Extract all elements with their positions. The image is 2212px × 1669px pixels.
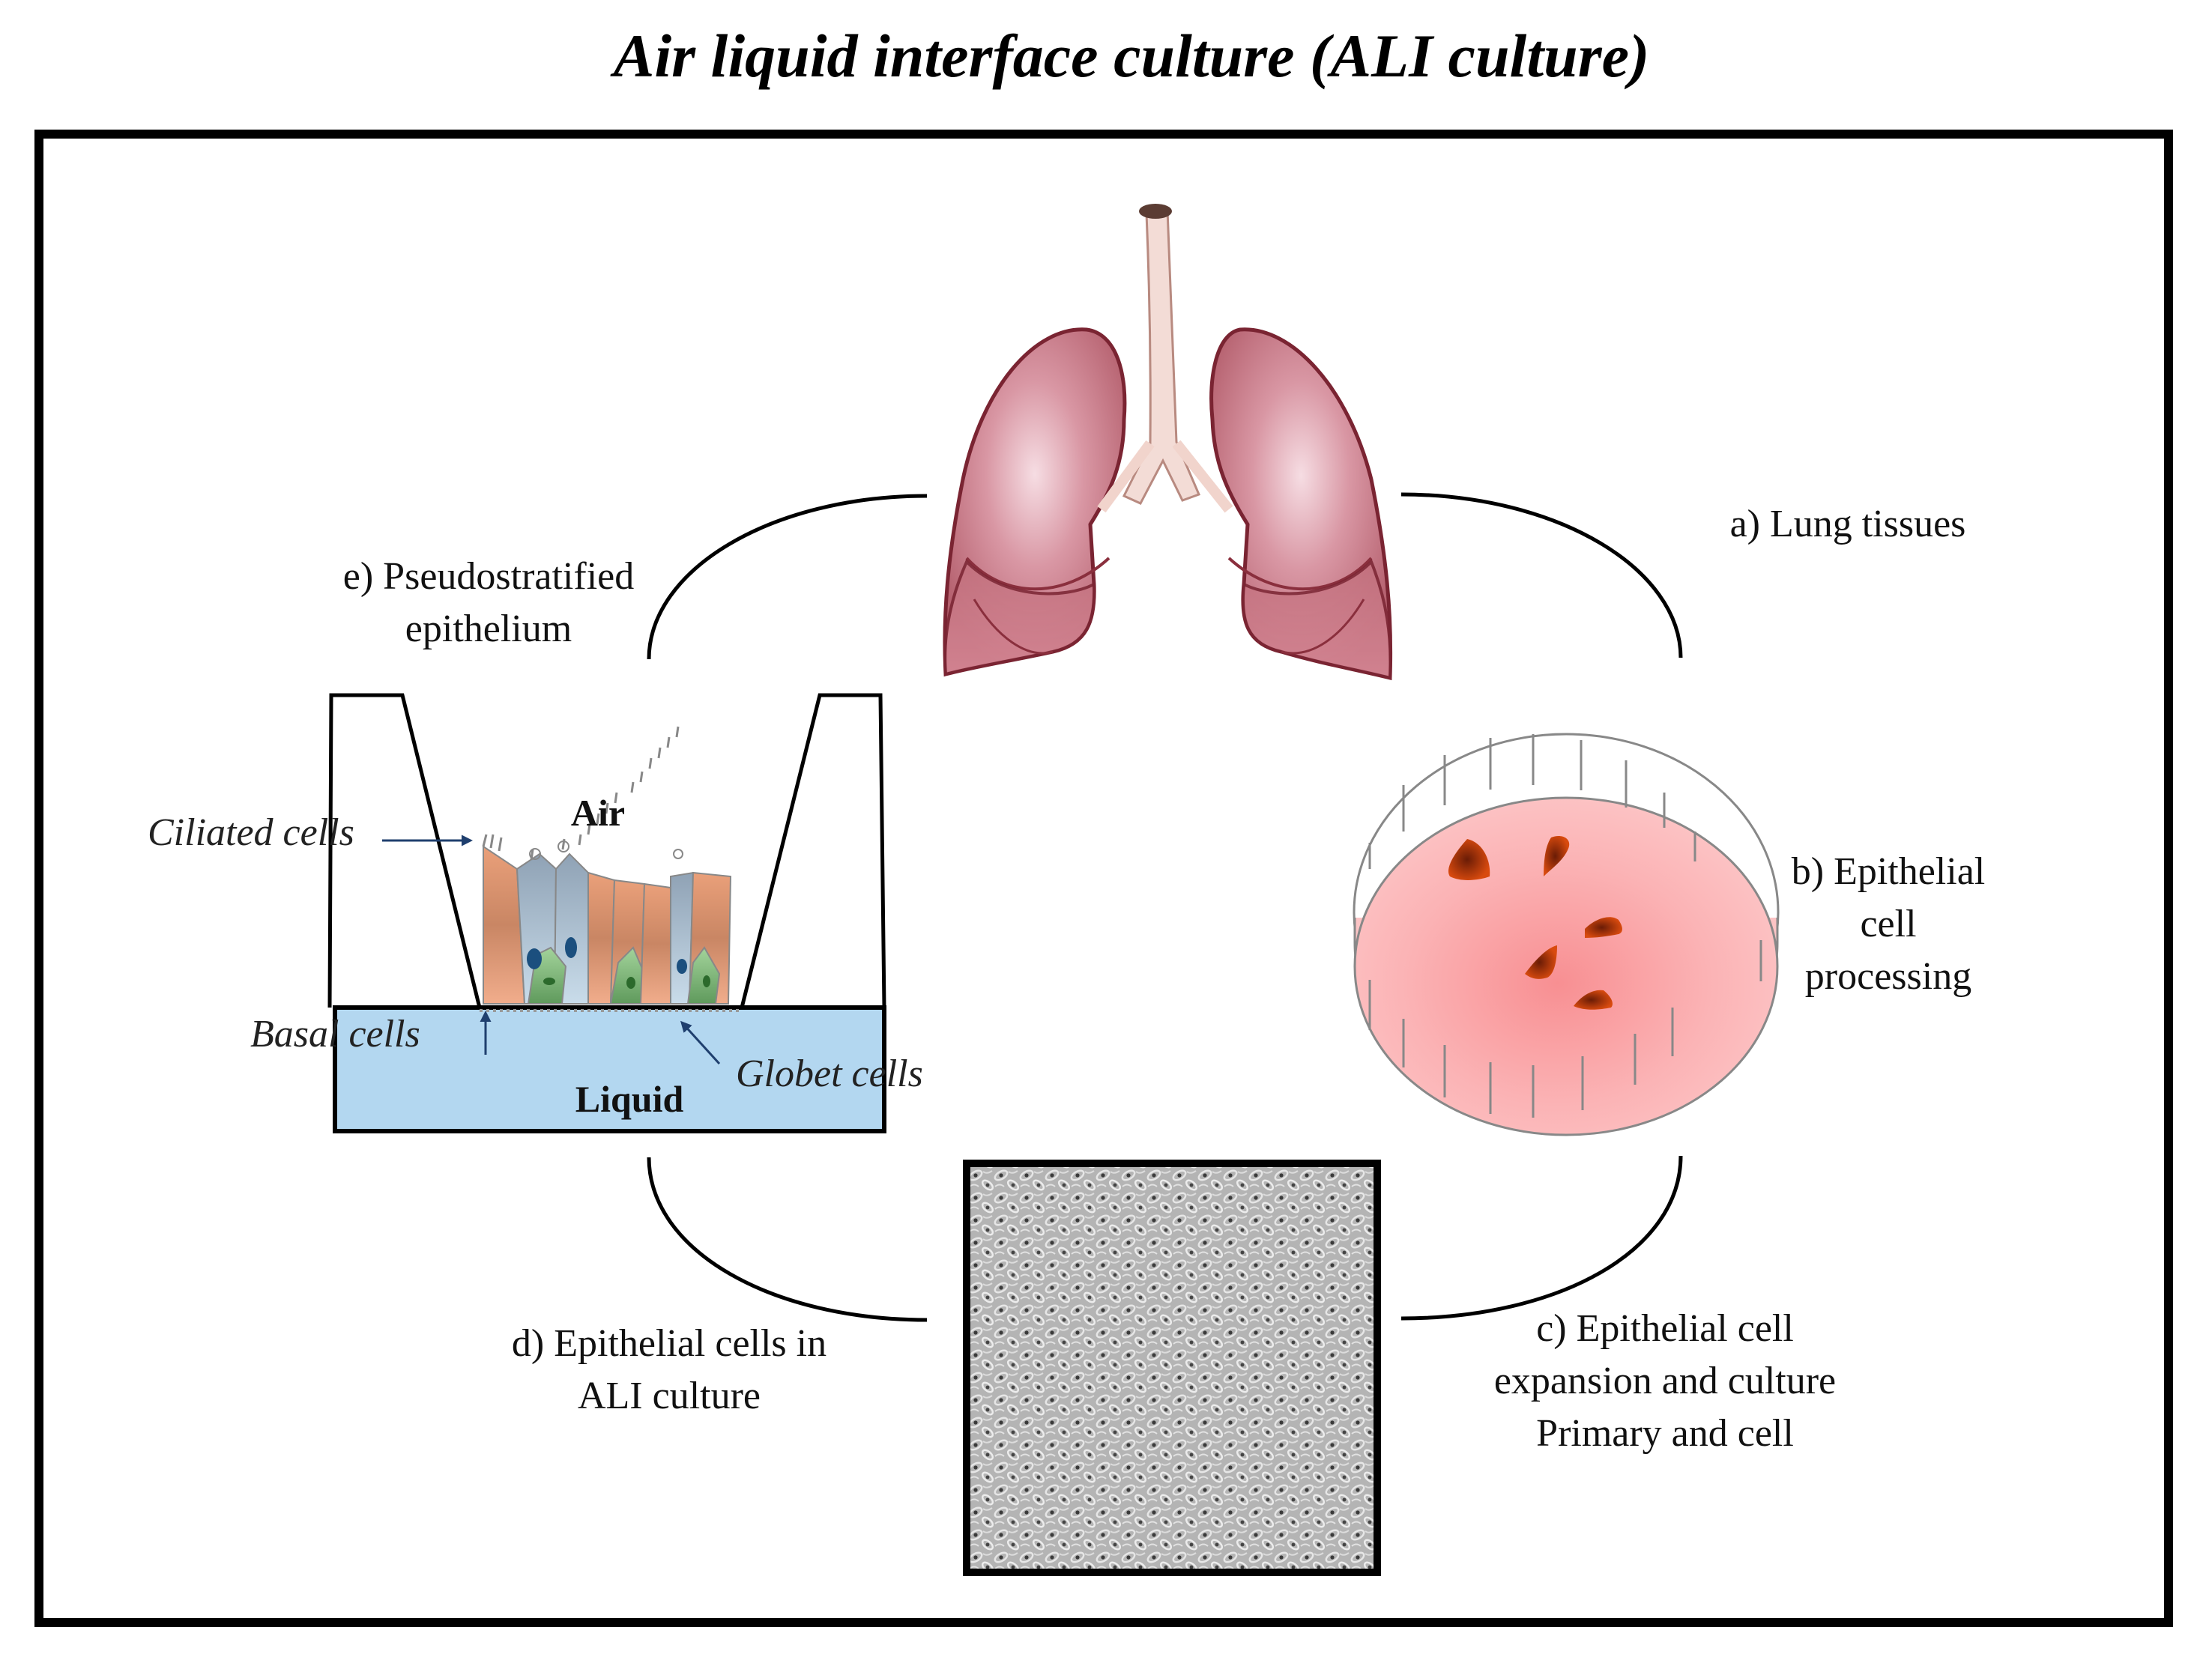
tissue-piece bbox=[1574, 990, 1613, 1010]
step-c-label-line3: Primary and cell bbox=[1536, 1412, 1794, 1455]
step-b-label-line2: cell bbox=[1860, 903, 1916, 945]
diagram-title: Air liquid interface culture (ALI cultur… bbox=[610, 22, 1650, 90]
step-e-label-line2: epithelium bbox=[405, 608, 572, 650]
liquid-compartment bbox=[333, 1005, 886, 1133]
tissue-piece bbox=[1544, 835, 1570, 876]
step-d-label-line2: ALI culture bbox=[578, 1375, 761, 1417]
diagram-frame bbox=[34, 130, 2173, 1627]
step-c-label-line1: c) Epithelial cell bbox=[1536, 1307, 1794, 1350]
epithelium-cells bbox=[482, 726, 732, 1005]
step-b-label-line1: b) Epithelial bbox=[1792, 850, 1985, 893]
air-label: Air bbox=[571, 792, 625, 834]
tissue-piece bbox=[1448, 839, 1490, 880]
globet-cells-label: Globet cells bbox=[736, 1052, 923, 1095]
petri-dish-icon bbox=[1353, 733, 1780, 1136]
step-d-label-line1: d) Epithelial cells in bbox=[512, 1322, 827, 1365]
cell-micrograph-image bbox=[963, 1160, 1381, 1576]
lungs-icon bbox=[943, 204, 1393, 681]
globet-arrow-icon bbox=[680, 1020, 721, 1065]
cycle-arc-bottom-right bbox=[1400, 1155, 1683, 1321]
step-b-label-line3: processing bbox=[1805, 955, 1971, 998]
liquid-label: Liquid bbox=[575, 1078, 684, 1120]
cycle-arc-bottom-left bbox=[647, 1157, 928, 1322]
step-c-label-line2: expansion and culture bbox=[1494, 1360, 1836, 1402]
transwell-diagram: Air Liquid Ciliated cells Basal cells Gl… bbox=[148, 693, 923, 1133]
cycle-arc-top-left bbox=[647, 494, 928, 660]
cycle-arc-top-right bbox=[1400, 492, 1683, 658]
basal-cells-label: Basal cells bbox=[250, 1013, 420, 1055]
tissue-piece bbox=[1525, 945, 1557, 979]
tissue-piece bbox=[1585, 917, 1622, 938]
ciliated-cells-label: Ciliated cells bbox=[148, 811, 354, 854]
step-e-label-line1: e) Pseudostratified bbox=[343, 555, 634, 598]
step-a-label: a) Lung tissues bbox=[1730, 503, 1966, 545]
